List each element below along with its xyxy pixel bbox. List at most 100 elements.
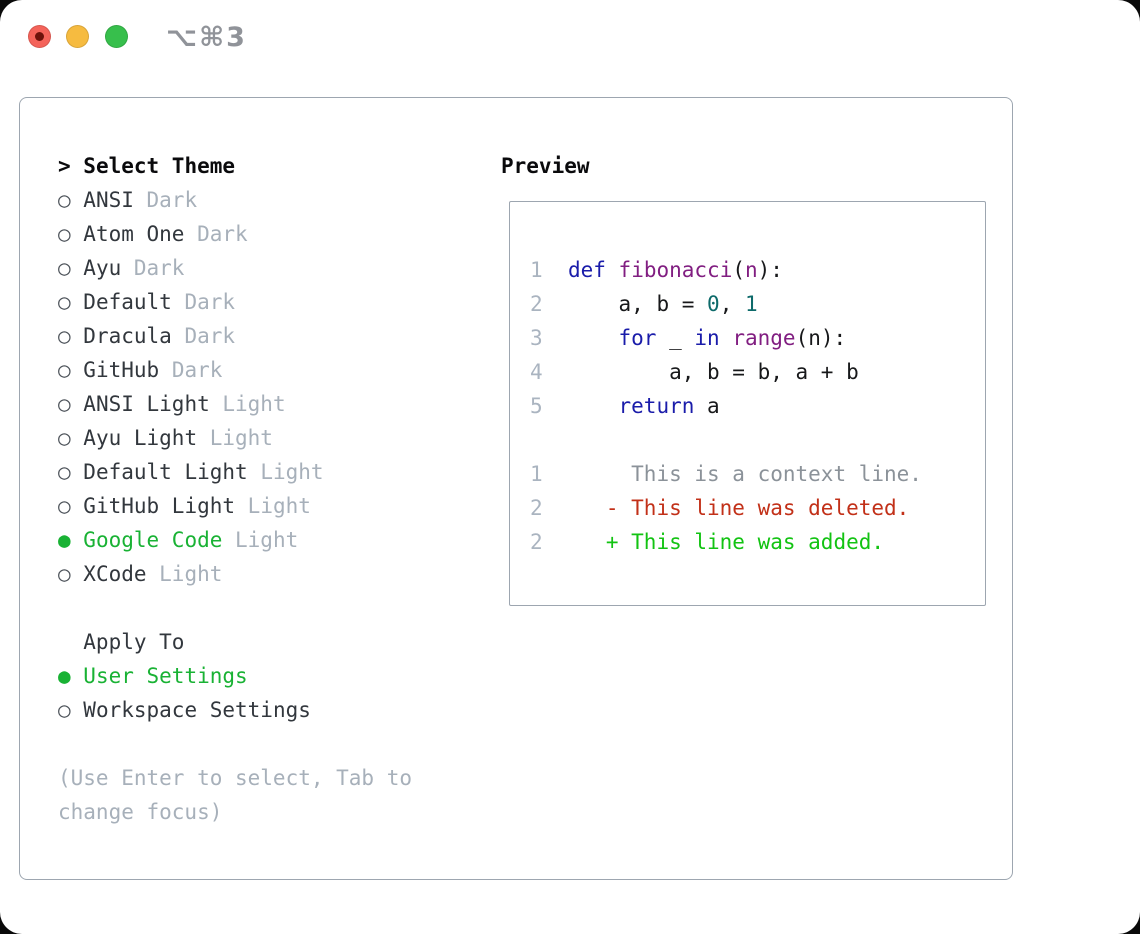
zoom-button[interactable] [105,25,128,48]
code-token: , [719,292,745,316]
theme-name: XCode [83,562,160,586]
radio-unselected-icon: ○ [58,222,84,246]
window-shortcut-label: ⌥⌘3 [166,22,247,53]
radio-unselected-icon: ○ [58,698,84,722]
preview-header: Preview [501,154,590,178]
line-number: 5 [530,394,543,418]
code-token: - This line was deleted. [605,496,910,520]
theme-column: > Select Theme ○ ANSI Dark○ Atom One Dar… [58,149,425,829]
radio-unselected-icon: ○ [58,324,84,348]
theme-option[interactable]: ○ Ayu Light Light [58,421,425,455]
code-token [543,258,568,282]
radio-unselected-icon: ○ [58,460,84,484]
theme-variant: Dark [146,188,198,212]
line-number: 2 [530,292,543,316]
line-number: 4 [530,360,543,384]
preview-line: 3 for _ in range(n): [530,321,985,355]
code-token: This is a context line. [542,462,922,486]
theme-name: ANSI Light [83,392,223,416]
code-token: def [567,258,606,282]
theme-variant: Light [260,460,324,484]
theme-variant: Light [159,562,223,586]
preview-line: 2 a, b = 0, 1 [530,287,985,321]
radio-unselected-icon: ○ [58,562,84,586]
theme-option[interactable]: ○ Dracula Dark [58,319,425,353]
spacer-row [58,591,425,625]
theme-variant: Light [247,494,311,518]
code-token: fibonacci [618,258,733,282]
preview-line: 1 def fibonacci(n): [530,253,985,287]
apply-option[interactable]: ● User Settings [58,659,425,693]
theme-option[interactable]: ● Google Code Light [58,523,425,557]
apply-to-list: ● User Settings○ Workspace Settings [58,659,425,727]
radio-unselected-icon: ○ [58,426,84,450]
preview-line: 2 + This line was added. [530,525,985,559]
line-number: 1 [530,258,543,282]
code-token: return [618,394,695,418]
code-token: (n): [795,326,847,350]
line-number: 3 [530,326,543,350]
theme-select-header: > Select Theme [58,149,425,183]
radio-unselected-icon: ○ [58,188,84,212]
code-token: a [694,394,720,418]
theme-variant: Dark [184,290,236,314]
theme-variant: Light [209,426,273,450]
code-token [720,326,733,350]
code-token [543,394,619,418]
radio-unselected-icon: ○ [58,290,84,314]
prompt-icon: > [58,154,84,178]
line-number: 2 [530,530,543,554]
code-token: n [745,258,758,282]
code-token: 1 [744,292,758,316]
theme-variant: Dark [171,358,223,382]
theme-list: ○ ANSI Dark○ Atom One Dark○ Ayu Dark○ De… [58,183,425,591]
theme-option[interactable]: ○ Atom One Dark [58,217,425,251]
code-token [543,326,619,350]
code-token: 0 [707,292,720,316]
preview-line: 2 - This line was deleted. [530,491,985,525]
apply-to-header: Apply To [83,630,185,654]
theme-name: Google Code [83,528,236,552]
spacer-row [58,727,425,761]
theme-option[interactable]: ○ Default Dark [58,285,425,319]
theme-option[interactable]: ○ Default Light Light [58,455,425,489]
preview-line [530,423,985,457]
code-token: ): [757,258,783,282]
theme-variant: Dark [184,324,236,348]
minimize-button[interactable] [66,25,89,48]
radio-selected-icon: ● [58,528,84,552]
theme-name: Default [83,290,185,314]
theme-name: Dracula [83,324,185,348]
apply-option-label: User Settings [83,664,248,688]
theme-variant: Dark [197,222,248,246]
theme-option[interactable]: ○ GitHub Dark [58,353,425,387]
theme-name: Ayu Light [83,426,210,450]
radio-selected-icon: ● [58,664,84,688]
code-token: for [618,326,657,350]
theme-option[interactable]: ○ Ayu Dark [58,251,425,285]
theme-name: ANSI [83,188,147,212]
theme-variant: Dark [133,256,185,280]
titlebar: ⌥⌘3 [0,0,1140,70]
code-token: in [694,326,720,350]
line-number: 2 [530,496,543,520]
code-token [543,496,606,520]
theme-select-header-label: Select Theme [83,154,236,178]
preview-line: 5 return a [530,389,985,423]
hint-text: (Use Enter to select, Tab to change focu… [58,766,413,824]
theme-name: Default Light [83,460,261,484]
apply-option[interactable]: ○ Workspace Settings [58,693,425,727]
code-token [606,258,619,282]
theme-name: GitHub [83,358,172,382]
theme-option[interactable]: ○ XCode Light [58,557,425,591]
theme-name: GitHub Light [83,494,248,518]
code-token: ( [732,258,745,282]
line-number: 1 [530,462,543,486]
main-panel: > Select Theme ○ ANSI Dark○ Atom One Dar… [19,97,1013,880]
theme-option[interactable]: ○ GitHub Light Light [58,489,425,523]
close-button[interactable] [28,25,51,48]
theme-option[interactable]: ○ ANSI Dark [58,183,425,217]
theme-variant: Light [222,392,286,416]
theme-option[interactable]: ○ ANSI Light Light [58,387,425,421]
